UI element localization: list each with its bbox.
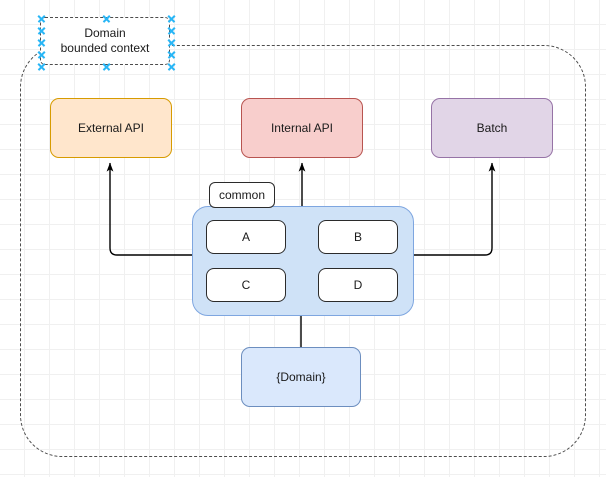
component-c-label: C (241, 277, 251, 292)
domain-label: {Domain} (276, 369, 326, 384)
resize-handle-top-right[interactable] (167, 14, 176, 23)
common-cluster-label-box[interactable]: common (209, 182, 275, 208)
resize-handle-bottom-left[interactable] (37, 62, 46, 71)
bounded-context-label-box[interactable]: Domain bounded context (40, 17, 170, 65)
resize-handle-upper-right-extra[interactable] (167, 26, 176, 35)
resize-handle-bottom-center[interactable] (102, 62, 111, 71)
external-api-node[interactable]: External API (50, 98, 172, 158)
external-api-label: External API (77, 120, 145, 135)
internal-api-label: Internal API (270, 120, 334, 135)
component-node-d[interactable]: D (318, 268, 398, 302)
component-node-c[interactable]: C (206, 268, 286, 302)
component-node-b[interactable]: B (318, 220, 398, 254)
resize-handle-upper-left-extra[interactable] (37, 26, 46, 35)
resize-handle-lower-right-extra[interactable] (167, 50, 176, 59)
component-b-label: B (353, 229, 362, 244)
resize-handle-middle-left[interactable] (37, 38, 46, 47)
component-node-a[interactable]: A (206, 220, 286, 254)
resize-handle-top-center[interactable] (102, 14, 111, 23)
batch-label: Batch (476, 120, 508, 135)
bounded-context-label-line1: Domain (84, 26, 126, 40)
component-d-label: D (353, 277, 363, 292)
resize-handle-bottom-right[interactable] (167, 62, 176, 71)
common-cluster-label: common (218, 187, 265, 202)
resize-handle-lower-left-extra[interactable] (37, 50, 46, 59)
resize-handle-middle-right[interactable] (167, 38, 176, 47)
internal-api-node[interactable]: Internal API (241, 98, 363, 158)
bounded-context-label-line2: bounded context (60, 41, 150, 55)
component-a-label: A (241, 229, 250, 244)
bounded-context-container[interactable] (20, 45, 586, 457)
domain-node[interactable]: {Domain} (241, 347, 361, 407)
bounded-context-label: Domain bounded context (61, 26, 150, 56)
batch-node[interactable]: Batch (431, 98, 553, 158)
resize-handle-top-left[interactable] (37, 14, 46, 23)
